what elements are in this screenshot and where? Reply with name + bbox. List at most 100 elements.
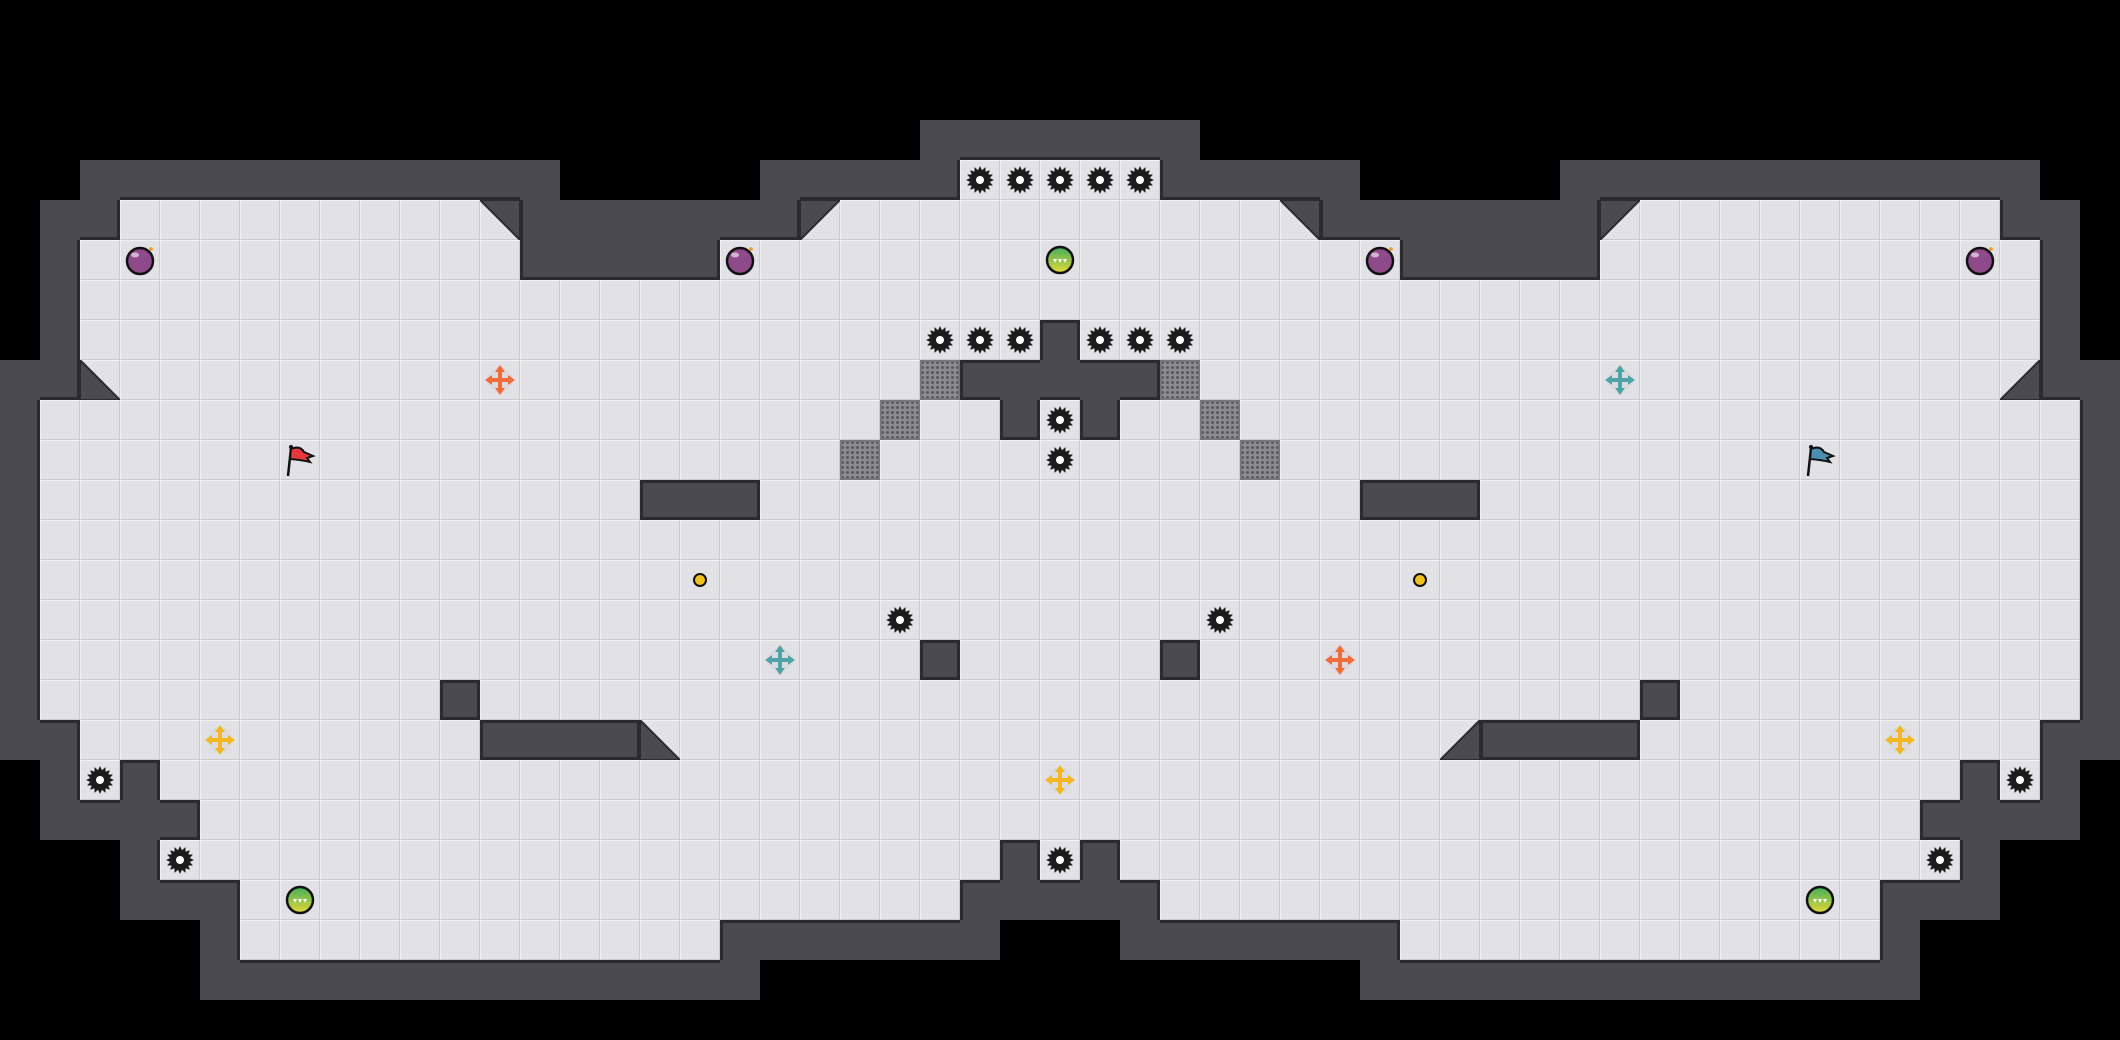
floor-tile [1800, 440, 1840, 480]
floor-tile [200, 640, 240, 680]
floor-tile [40, 680, 80, 720]
floor-tile [1600, 520, 1640, 560]
wall-tile [360, 960, 400, 1000]
wall-tile [2000, 200, 2040, 240]
floor-tile [40, 560, 80, 600]
floor-tile [440, 400, 480, 440]
floor-tile [1640, 560, 1680, 600]
floor-tile [1840, 640, 1880, 680]
floor-tile [1760, 800, 1800, 840]
floor-tile [1040, 800, 1080, 840]
bomb-icon [120, 240, 160, 280]
boost-blue-icon [760, 640, 800, 680]
floor-tile [240, 520, 280, 560]
wall-tile [1520, 960, 1560, 1000]
wall-tile [280, 960, 320, 1000]
floor-tile [760, 800, 800, 840]
wall-tile [440, 960, 480, 1000]
floor-tile [1680, 320, 1720, 360]
floor-tile [480, 880, 520, 920]
floor-tile [240, 320, 280, 360]
wall-tile [2040, 280, 2080, 320]
floor-tile [1760, 880, 1800, 920]
floor-tile [1200, 640, 1240, 680]
floor-tile [160, 640, 200, 680]
wall-tile [1640, 680, 1680, 720]
floor-tile [480, 760, 520, 800]
floor-tile [520, 440, 560, 480]
floor-tile [1520, 360, 1560, 400]
diagonal-wall-tile [1280, 200, 1320, 240]
floor-tile [1560, 520, 1600, 560]
floor-tile [1040, 280, 1080, 320]
floor-tile [1840, 680, 1880, 720]
floor-tile [560, 520, 600, 560]
floor-tile [1800, 560, 1840, 600]
floor-tile [1320, 440, 1360, 480]
floor-tile [1640, 640, 1680, 680]
floor-tile [680, 360, 720, 400]
floor-tile [640, 320, 680, 360]
floor-tile [1360, 640, 1400, 680]
floor-tile [440, 720, 480, 760]
wall-tile [1400, 960, 1440, 1000]
floor-tile [1600, 800, 1640, 840]
floor-tile [1920, 560, 1960, 600]
floor-tile [1880, 280, 1920, 320]
floor-tile [960, 800, 1000, 840]
floor-tile [600, 400, 640, 440]
floor-tile [1840, 600, 1880, 640]
floor-tile [1360, 680, 1400, 720]
wall-tile [1160, 640, 1200, 680]
wall-tile [40, 760, 80, 800]
floor-tile [880, 280, 920, 320]
floor-tile [280, 720, 320, 760]
floor-tile [760, 760, 800, 800]
floor-tile [1440, 760, 1480, 800]
red-flag-icon [280, 440, 320, 480]
floor-tile [400, 360, 440, 400]
wall-tile [2080, 640, 2120, 680]
floor-tile [1800, 920, 1840, 960]
boost-red-icon [480, 360, 520, 400]
floor-tile [560, 480, 600, 520]
wall-tile [960, 880, 1000, 920]
floor-tile [1160, 760, 1200, 800]
floor-tile [2000, 480, 2040, 520]
floor-tile [1520, 560, 1560, 600]
floor-tile [1080, 680, 1120, 720]
floor-tile [360, 320, 400, 360]
floor-tile [1600, 480, 1640, 520]
floor-tile [1920, 240, 1960, 280]
floor-tile [1520, 800, 1560, 840]
floor-tile [1720, 520, 1760, 560]
floor-tile [840, 720, 880, 760]
floor-tile [1280, 320, 1320, 360]
spike-icon [1200, 600, 1240, 640]
floor-tile [1880, 640, 1920, 680]
floor-tile [400, 240, 440, 280]
floor-tile [1360, 560, 1400, 600]
floor-tile [1480, 800, 1520, 840]
floor-tile [80, 440, 120, 480]
floor-tile [1800, 280, 1840, 320]
wall-tile [0, 600, 40, 640]
floor-tile [160, 520, 200, 560]
floor-tile [1560, 920, 1600, 960]
wall-tile [0, 480, 40, 520]
floor-tile [1760, 520, 1800, 560]
wall-tile [1680, 160, 1720, 200]
floor-tile [640, 840, 680, 880]
floor-tile [880, 240, 920, 280]
floor-tile [600, 880, 640, 920]
floor-tile [800, 520, 840, 560]
floor-tile [400, 840, 440, 880]
floor-tile [2040, 400, 2080, 440]
floor-tile [1440, 520, 1480, 560]
wall-tile [1040, 320, 1080, 360]
floor-tile [760, 600, 800, 640]
floor-tile [1400, 280, 1440, 320]
wall-tile [320, 960, 360, 1000]
floor-tile [1000, 560, 1040, 600]
wall-tile [760, 920, 800, 960]
